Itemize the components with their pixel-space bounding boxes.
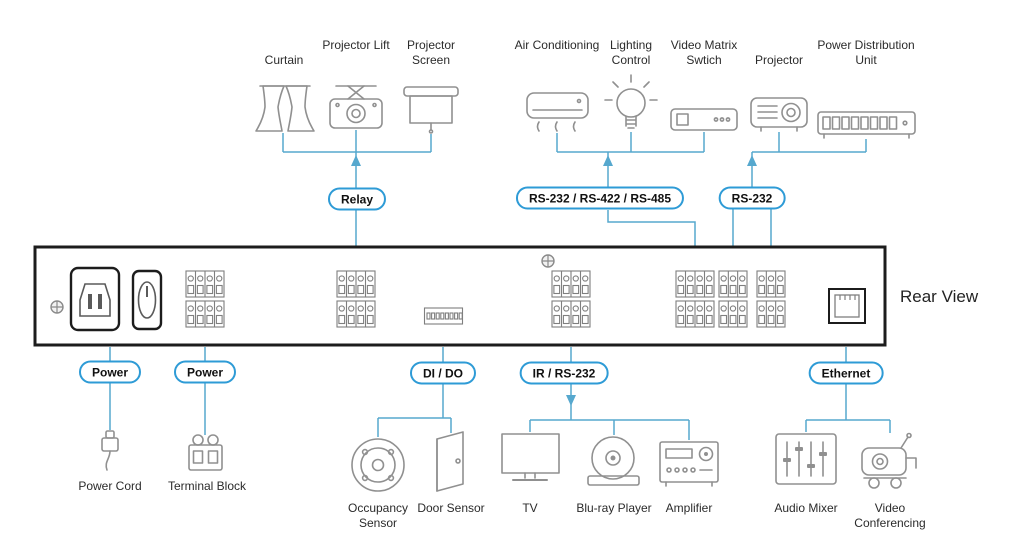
device-label-lighting-control: Lighting Control bbox=[609, 38, 653, 67]
device-label-projector: Projector bbox=[754, 53, 804, 67]
pill-rs-multi: RS-232 / RS-422 / RS-485 bbox=[515, 186, 685, 210]
curtain-icon bbox=[255, 85, 315, 132]
power-switch bbox=[131, 269, 163, 331]
device-label-amplifier: Amplifier bbox=[665, 501, 713, 515]
audio-mixer-icon bbox=[775, 433, 837, 485]
screw-top-icon bbox=[541, 254, 555, 268]
lighting-control-icon bbox=[604, 74, 658, 129]
device-label-power-cord: Power Cord bbox=[78, 479, 142, 493]
tv-icon bbox=[501, 433, 560, 481]
device-label-projector-lift: Projector Lift bbox=[322, 38, 390, 52]
di-do-lines bbox=[377, 347, 452, 437]
pill-di-do: DI / DO bbox=[409, 361, 477, 385]
device-label-air-conditioning: Air Conditioning bbox=[514, 38, 600, 52]
device-label-door-sensor: Door Sensor bbox=[417, 501, 485, 515]
device-label-video-conferencing: Video Conferencing bbox=[854, 501, 926, 530]
ethernet-lines bbox=[805, 347, 891, 433]
door-sensor-icon bbox=[436, 431, 464, 492]
power-inlet-port bbox=[69, 266, 121, 332]
di-do-port bbox=[423, 307, 464, 325]
arrow-up-relay bbox=[351, 155, 361, 166]
arrow-up-rs232 bbox=[747, 155, 757, 166]
occupancy-sensor-icon bbox=[351, 438, 405, 492]
device-label-curtain: Curtain bbox=[264, 53, 304, 67]
device-label-occupancy-sensor: Occupancy Sensor bbox=[347, 501, 409, 530]
device-label-blu-ray: Blu-ray Player bbox=[576, 501, 652, 515]
amplifier-icon bbox=[659, 441, 719, 487]
pill-power-2: Power bbox=[173, 360, 237, 384]
projector-screen-icon bbox=[403, 86, 459, 134]
device-label-projector-screen: Projector Screen bbox=[406, 38, 456, 67]
pill-ethernet: Ethernet bbox=[808, 361, 884, 385]
pill-power-1: Power bbox=[78, 360, 142, 384]
device-label-terminal-block: Terminal Block bbox=[167, 479, 247, 493]
ethernet-port bbox=[828, 288, 866, 324]
power-distribution-unit-icon bbox=[817, 111, 916, 139]
device-label-pdu: Power Distribution Unit bbox=[817, 38, 915, 67]
flow-arrows bbox=[351, 155, 757, 406]
device-label-tv: TV bbox=[522, 501, 538, 515]
device-label-video-matrix: Video Matrix Swtich bbox=[670, 38, 738, 67]
video-conferencing-icon bbox=[861, 432, 917, 489]
rs-multi-lines bbox=[556, 132, 705, 246]
power-cord-icon bbox=[101, 430, 119, 471]
rear-panel bbox=[33, 245, 887, 347]
device-label-audio-mixer: Audio Mixer bbox=[774, 501, 838, 515]
pill-relay: Relay bbox=[327, 187, 387, 211]
terminal-block-icon bbox=[188, 434, 223, 471]
rs232-lines bbox=[732, 132, 867, 246]
air-conditioning-icon bbox=[526, 92, 589, 132]
projector-lift-icon bbox=[329, 85, 383, 129]
arrow-up-rs-multi bbox=[603, 155, 613, 166]
projector-icon bbox=[750, 97, 808, 132]
blu-ray-player-icon bbox=[587, 436, 640, 486]
arrow-down-ir bbox=[566, 395, 576, 406]
rear-view-label: Rear View bbox=[900, 287, 979, 306]
relay-lines bbox=[282, 130, 432, 246]
pill-rs232: RS-232 bbox=[718, 186, 786, 210]
screw-left-icon bbox=[50, 300, 64, 314]
video-matrix-switch-icon bbox=[670, 108, 738, 131]
pill-ir-rs232: IR / RS-232 bbox=[519, 361, 609, 385]
